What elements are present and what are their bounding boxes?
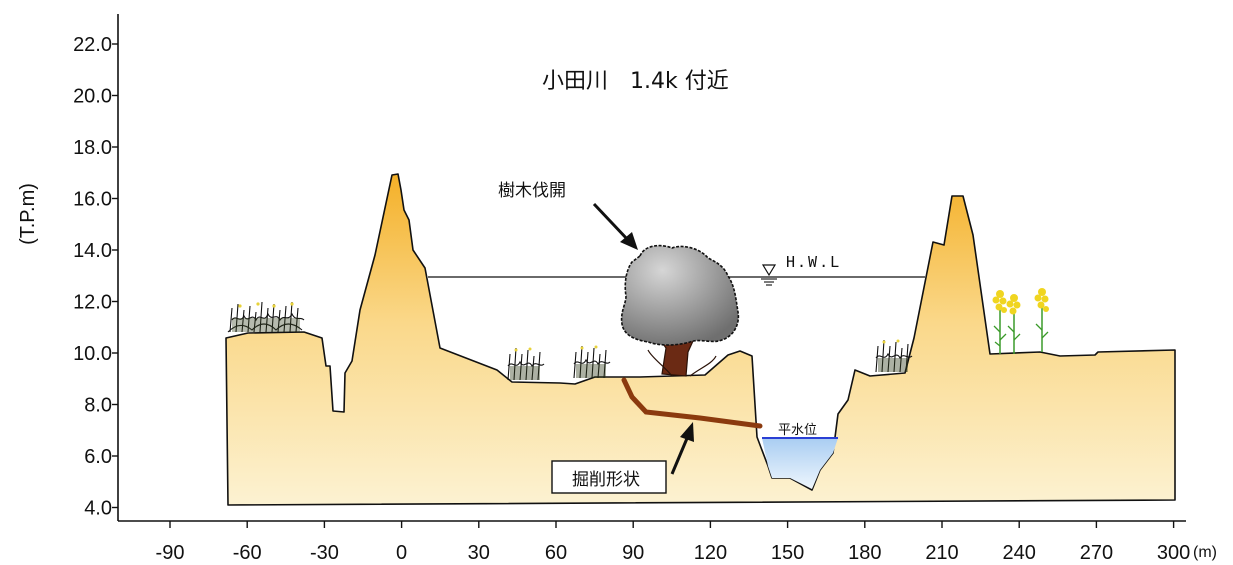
x-tick-label: -30 [310, 542, 339, 564]
x-tick-label: 30 [468, 542, 490, 564]
ground-profile [225, 173, 1176, 506]
x-tick-label: 0 [396, 542, 407, 564]
grass-icon [507, 347, 545, 381]
excavation-label-box [551, 460, 667, 494]
excavation-pointer [670, 422, 694, 475]
hwl-label: H.W.L [786, 253, 841, 271]
x-tick-label: 300 [1157, 542, 1190, 564]
y-tick-label: 10.0 [73, 343, 112, 365]
hwl-symbol-icon [761, 264, 777, 286]
x-tick-label: 270 [1080, 542, 1113, 564]
tree-clearing-pointer [592, 202, 638, 250]
x-axis-unit: (m) [1193, 544, 1217, 561]
x-tick-label: -60 [233, 542, 262, 564]
x-axis-ticks: -90 -60 -30 0 30 60 90 120 150 180 210 240 270 300 [156, 521, 1190, 564]
x-tick-label: 210 [925, 542, 958, 564]
x-tick-label: 240 [1003, 542, 1036, 564]
y-axis-label: (T.P.m) [17, 183, 39, 245]
y-tick-label: 12.0 [73, 292, 112, 314]
river-water [762, 438, 838, 489]
x-tick-label: 60 [545, 542, 567, 564]
y-tick-label: 16.0 [73, 189, 112, 211]
y-axis-ticks: 4.0 6.0 8.0 10.0 12.0 14.0 16.0 18.0 20.0 22.0 [73, 34, 118, 520]
grass-icon [573, 345, 611, 379]
y-tick-label: 8.0 [84, 395, 112, 417]
y-tick-label: 6.0 [84, 446, 112, 468]
tree-clearing-label: 樹木伐開 [498, 181, 566, 201]
y-tick-label: 14.0 [73, 240, 112, 262]
x-tick-label: 120 [694, 542, 727, 564]
diagram-title: 小田川 1.4k 付近 [542, 69, 729, 94]
x-tick-label: 150 [771, 542, 804, 564]
normal-water-level-label: 平水位 [778, 423, 817, 438]
excavation-shape-label: 掘削形状 [572, 470, 640, 490]
tree-icon [620, 244, 740, 377]
x-tick-label: 90 [622, 542, 644, 564]
x-tick-label: 180 [848, 542, 881, 564]
rapeseed-flower-icon [992, 288, 1049, 354]
grass-icon [875, 339, 913, 373]
grass-icon [227, 301, 305, 333]
excavation-shape-line [621, 377, 763, 429]
y-tick-label: 20.0 [73, 86, 112, 108]
x-tick-label: -90 [156, 542, 185, 564]
y-tick-label: 22.0 [73, 34, 112, 56]
y-tick-label: 4.0 [84, 498, 112, 520]
y-tick-label: 18.0 [73, 137, 112, 159]
